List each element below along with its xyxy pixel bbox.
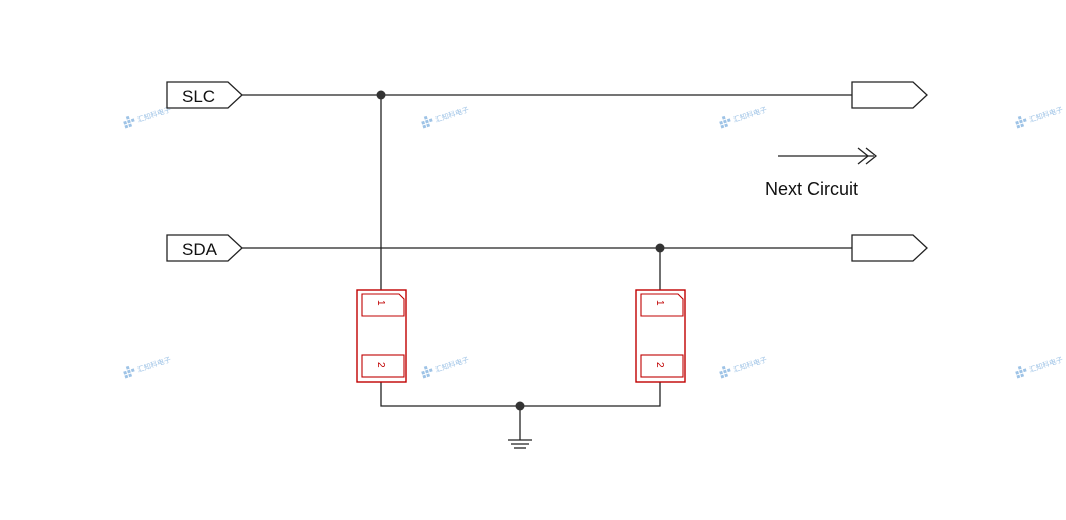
tvs-diode-left: 1 2 <box>356 289 407 383</box>
output-port-sda <box>851 234 928 262</box>
watermark-logo: 汇知科电子 <box>1015 105 1064 129</box>
junction-dot <box>376 90 386 100</box>
tvs-diode-right: 1 2 <box>635 289 686 383</box>
pin-number-2: 2 <box>654 362 665 368</box>
input-port-slc-label: SLC <box>182 87 215 106</box>
watermark-text: 汇知科电子 <box>434 355 470 374</box>
input-port-sda-label: SDA <box>182 240 218 259</box>
watermark-logo: 汇知科电子 <box>421 355 470 379</box>
watermark-logo: 汇知科电子 <box>123 355 172 379</box>
input-port-sda: SDA <box>166 234 243 262</box>
watermark-logo: 汇知科电子 <box>719 105 768 129</box>
double-arrow-icon <box>778 147 878 165</box>
junction-dot <box>515 401 525 411</box>
watermark-logo: 汇知科电子 <box>421 105 470 129</box>
watermark-group: 汇知科电子 汇知科电子 汇知科电子 汇知科电子 <box>123 105 1064 379</box>
watermark-logo: 汇知科电子 <box>1015 355 1064 379</box>
watermark-text: 汇知科电子 <box>1028 105 1064 124</box>
pin2-pad <box>640 354 684 378</box>
watermark-text: 汇知科电子 <box>732 355 768 374</box>
watermark-text: 汇知科电子 <box>732 105 768 124</box>
watermark-text: 汇知科电子 <box>1028 355 1064 374</box>
output-port-slc <box>851 81 928 109</box>
input-port-slc: SLC <box>166 81 243 109</box>
junction-dot <box>655 243 665 253</box>
watermark-text: 汇知科电子 <box>136 355 172 374</box>
pin1-pad <box>640 293 684 317</box>
pin-number-1: 1 <box>654 300 665 306</box>
watermark-text: 汇知科电子 <box>434 105 470 124</box>
pin-number-2: 2 <box>375 362 386 368</box>
next-circuit-label: Next Circuit <box>765 179 858 199</box>
watermark-logo: 汇知科电子 <box>719 355 768 379</box>
pin-number-1: 1 <box>375 300 386 306</box>
watermark-logo: 汇知科电子 <box>123 105 172 129</box>
pin2-pad <box>361 354 405 378</box>
pin1-pad <box>361 293 405 317</box>
ground-icon <box>508 439 532 449</box>
